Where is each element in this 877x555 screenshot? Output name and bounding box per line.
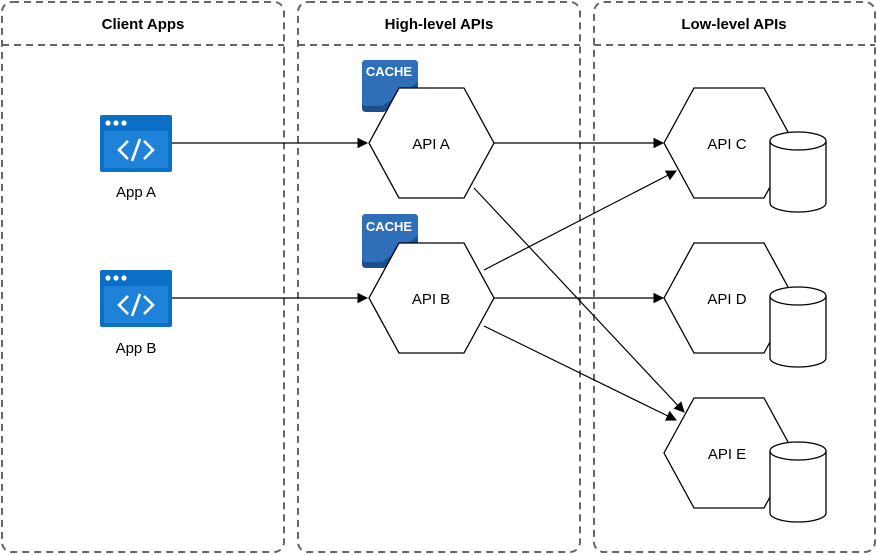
api-b-hexagon (368, 242, 495, 354)
api-e-label: API E (708, 446, 746, 463)
database-icon (769, 131, 827, 213)
lane-title-low-level-apis: Low-level APIs (681, 16, 786, 33)
lane-title-high-level-apis: High-level APIs (385, 16, 494, 33)
lane-high-level-apis: High-level APIs (297, 1, 581, 553)
api-c[interactable]: API C (663, 87, 827, 213)
database-icon (769, 286, 827, 368)
cache-badge-api-a: CACHE (362, 60, 418, 112)
database-icon (769, 441, 827, 523)
api-a-label: API A (412, 136, 450, 153)
code-window-icon (100, 115, 172, 172)
edge-api-b-api-e (483, 325, 677, 421)
app-b-label: App B (116, 340, 157, 357)
api-c-label: API C (707, 136, 746, 153)
cache-badge-api-b: CACHE (362, 214, 418, 268)
app-a-label: App A (116, 184, 156, 201)
lane-low-level-apis: Low-level APIs (593, 1, 876, 553)
api-d-label: API D (707, 291, 746, 308)
edge-api-b-api-c (483, 170, 677, 271)
app-b[interactable]: App B (100, 270, 172, 357)
api-e[interactable]: API E (663, 397, 827, 523)
app-a[interactable]: App A (100, 115, 172, 201)
api-a[interactable]: API A (368, 87, 495, 199)
api-d[interactable]: API D (663, 242, 827, 368)
lane-title-client-apps: Client Apps (102, 16, 185, 33)
cache-label: CACHE (366, 64, 413, 79)
lane-client-apps: Client Apps (1, 1, 285, 553)
edges (172, 137, 685, 421)
api-b-label: API B (412, 291, 450, 308)
api-b[interactable]: API B (368, 242, 495, 354)
edge-api-a-api-e (473, 187, 685, 413)
cache-label: CACHE (366, 219, 413, 234)
code-window-icon (100, 270, 172, 327)
api-a-hexagon (368, 87, 495, 199)
